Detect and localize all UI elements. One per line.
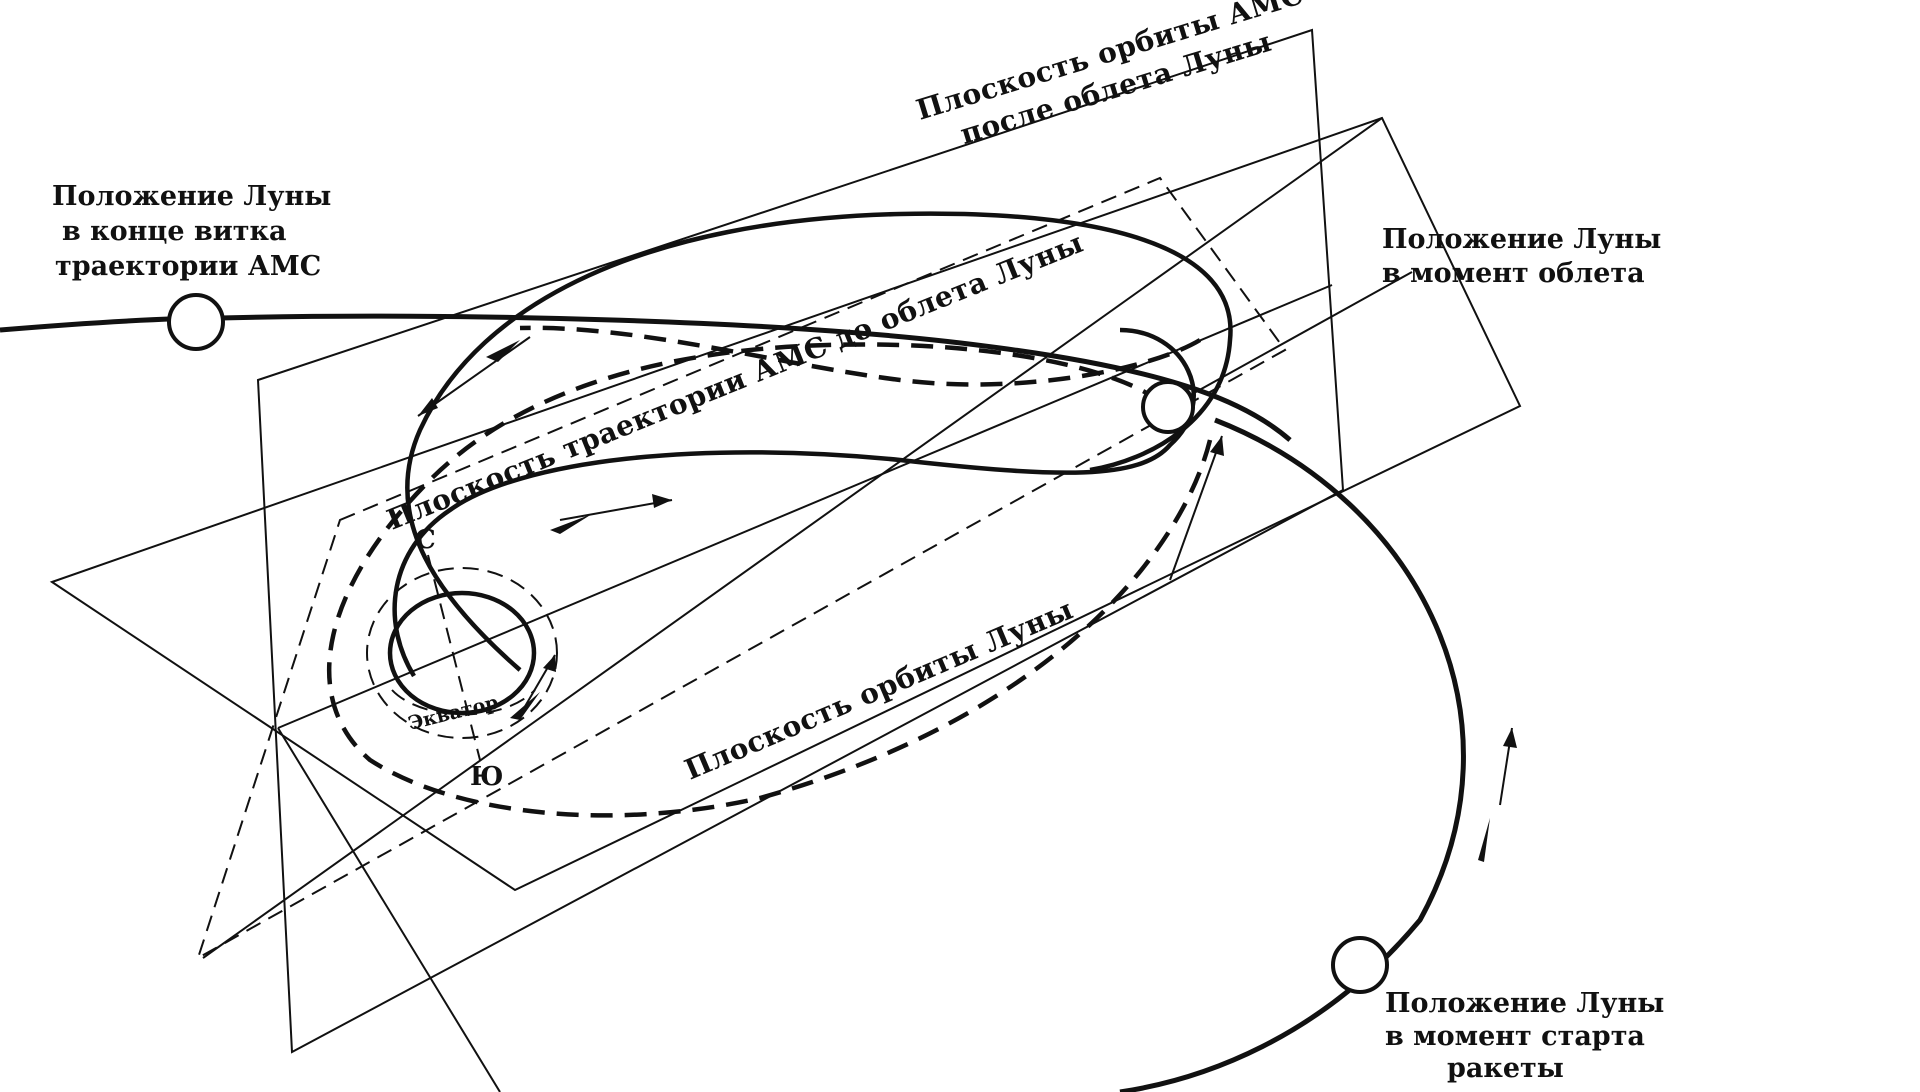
earth-equator-dashed: [366, 567, 558, 739]
ams-trajectory-dashed-top: [519, 325, 1202, 387]
ams-trajectory-outer: [405, 211, 1233, 672]
earth-outline: [387, 590, 537, 716]
arrow-ams-center: [550, 494, 673, 534]
arrow-moon-orbit: [1478, 727, 1517, 862]
label-moon-at-launch: Положение Луны в момент старта ракеты: [1385, 988, 1674, 1084]
plane-before-flyby: [196, 176, 1287, 961]
label-moon-at-flyby: Положение Луны в момент облета: [1382, 224, 1671, 289]
moon-orbit-lower: [1119, 417, 1466, 1092]
moon-position-at-flyby: [1141, 380, 1195, 434]
earth-equator: [391, 689, 536, 716]
label-equator: Экватор: [406, 691, 501, 735]
arrow-ams-top-left: [417, 336, 531, 417]
moon-orbit-plane: [49, 116, 1522, 892]
label-plane-after-flyby: Плоскость орбиты АМС после облета Луны: [912, 0, 1327, 161]
earth-axis: [427, 554, 481, 761]
label-plane-before-flyby: Плоскость траектории АМС до облета Луны: [382, 226, 1088, 537]
plane-after-flyby: [256, 28, 1345, 1054]
label-moon-end-of-loop: Положение Луны в конце витка траектории …: [52, 181, 341, 282]
label-plane-moon-orbit: Плоскость орбиты Луны: [680, 593, 1078, 787]
label-pole-south: Ю: [470, 762, 503, 792]
moon-position-end-of-loop: [167, 293, 225, 351]
label-pole-north: С: [415, 525, 436, 555]
moon-position-at-launch: [1331, 936, 1389, 994]
arrow-ams-flyby: [1169, 435, 1224, 581]
arrow-ams-earth: [510, 654, 556, 720]
pointer-moon-flyby: [1184, 271, 1413, 399]
plane-after-flyby-edge3: [277, 727, 501, 1092]
